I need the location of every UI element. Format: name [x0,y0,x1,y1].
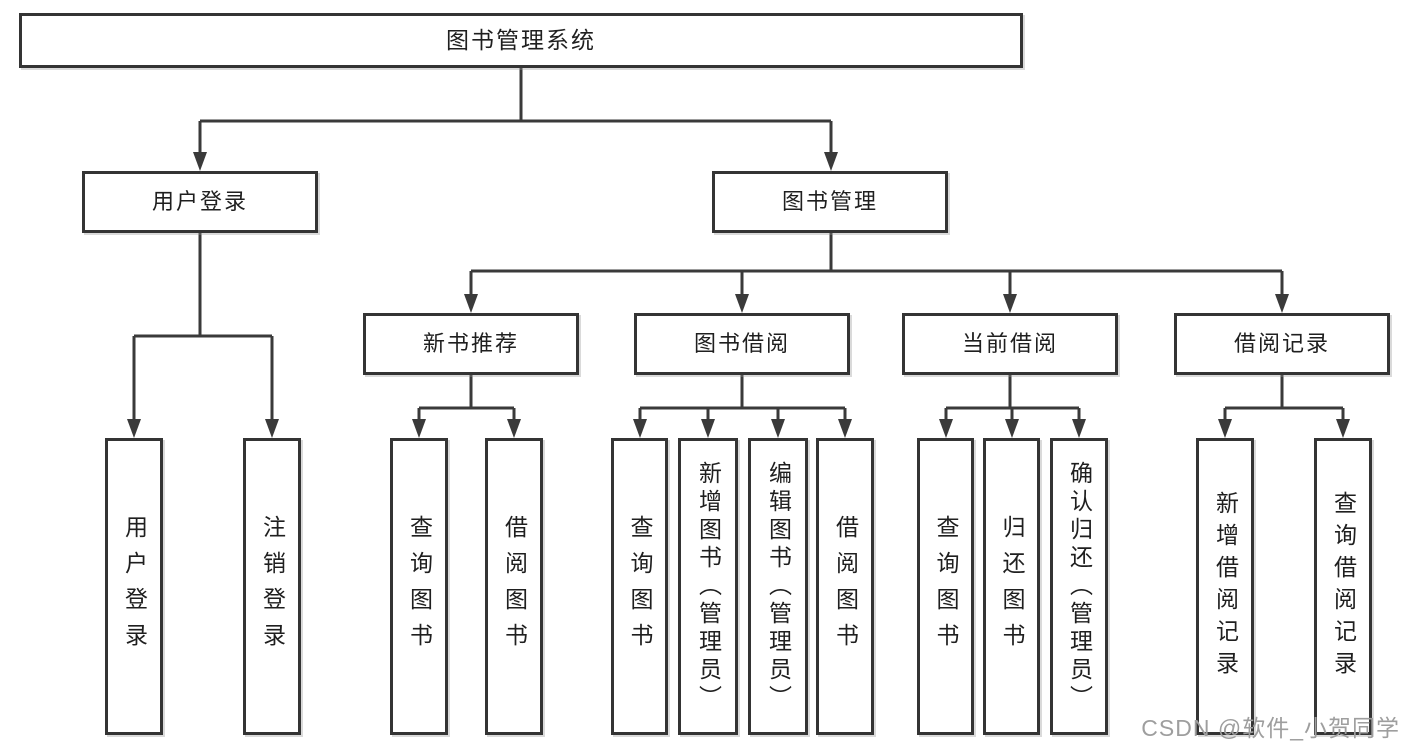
node-borrowing-records-label: 借阅记录 [1233,331,1330,356]
leaf-logout: 注销登录 [243,438,301,735]
watermark: CSDN @软件_小贺同学 [1141,715,1400,741]
leaf-user-login-label: 用户登录 [121,514,148,659]
node-user-login-label: 用户登录 [151,189,248,214]
leaf-borrowing-query-books-label: 查询图书 [627,514,653,659]
leaf-recommend-query-books: 查询图书 [390,438,448,735]
node-current-borrowing: 当前借阅 [902,313,1118,375]
node-root-label: 图书管理系统 [446,27,596,53]
edge-current-borrowing-to-leaves [944,375,1081,423]
node-new-book-recommend-label: 新书推荐 [422,331,519,356]
node-book-management-label: 图书管理 [781,189,878,214]
leaf-current-return-books: 归还图书 [983,438,1040,735]
leaf-current-query-books-label: 查询图书 [933,514,959,659]
node-book-management: 图书管理 [712,171,948,233]
node-book-borrowing-label: 图书借阅 [693,331,790,356]
node-current-borrowing-label: 当前借阅 [961,331,1058,356]
edge-borrowing-records-to-leaves [1223,375,1345,423]
leaf-current-confirm-return-admin: 确认归还（管理员） [1050,438,1108,735]
leaf-borrowing-query-books: 查询图书 [611,438,668,735]
node-borrowing-records: 借阅记录 [1174,313,1390,375]
edge-user-login-to-leaves [132,233,274,422]
leaf-borrowing-borrow-books: 借阅图书 [816,438,874,735]
leaf-borrowing-edit-books-admin-label: 编辑图书（管理员） [765,460,792,713]
arrowheads [127,152,1350,438]
leaf-current-confirm-return-admin-label: 确认归还（管理员） [1066,460,1093,713]
leaf-borrowing-edit-books-admin: 编辑图书（管理员） [748,438,808,735]
leaf-records-query-record: 查询借阅记录 [1314,438,1372,735]
leaf-records-add-record: 新增借阅记录 [1196,438,1254,735]
leaf-current-query-books: 查询图书 [917,438,974,735]
leaf-records-query-record-label: 查询借阅记录 [1330,490,1357,683]
edge-book-management-to-level3 [469,233,1284,297]
leaf-recommend-borrow-books: 借阅图书 [485,438,543,735]
leaf-borrowing-add-books-admin: 新增图书（管理员） [678,438,738,735]
leaf-records-add-record-label: 新增借阅记录 [1212,490,1239,683]
node-new-book-recommend: 新书推荐 [363,313,579,375]
leaf-logout-label: 注销登录 [259,514,286,659]
node-root: 图书管理系统 [19,13,1023,68]
leaf-recommend-query-books-label: 查询图书 [406,514,433,659]
leaf-borrowing-borrow-books-label: 借阅图书 [832,514,859,659]
leaf-user-login: 用户登录 [105,438,163,735]
node-user-login: 用户登录 [82,171,318,233]
edge-root-to-level2 [198,68,833,156]
edge-new-book-recommend-to-leaves [417,375,516,423]
leaf-recommend-borrow-books-label: 借阅图书 [501,514,528,659]
leaf-current-return-books-label: 归还图书 [999,514,1025,659]
node-book-borrowing: 图书借阅 [634,313,850,375]
leaf-borrowing-add-books-admin-label: 新增图书（管理员） [695,460,722,713]
edge-book-borrowing-to-leaves [638,375,847,423]
